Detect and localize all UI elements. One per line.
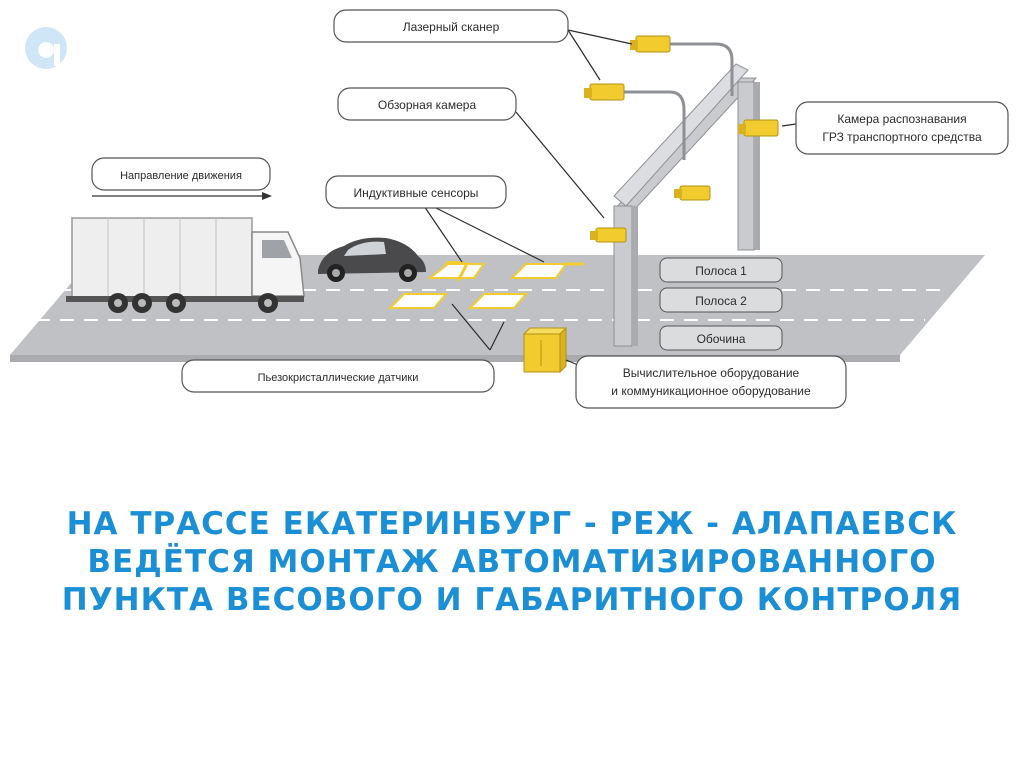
headline-line-2: ВЕДЁТСЯ МОНТАЖ АВТОМАТИЗИРОВАННОГО — [87, 544, 937, 580]
headline-line-3: ПУНКТА ВЕСОВОГО И ГАБАРИТНОГО КОНТРОЛЯ — [61, 582, 963, 618]
label-overview-camera: Обзорная камера — [337, 87, 517, 121]
label-plate-camera: Камера распознавания ГРЗ транспортного с… — [795, 101, 1009, 155]
svg-text:Обзорная камера: Обзорная камера — [378, 98, 477, 112]
headline-line-1: НА ТРАССЕ ЕКАТЕРИНБУРГ - РЕЖ - АЛАПАЕВСК — [66, 506, 958, 542]
computing-cabinet-icon — [522, 326, 568, 374]
truck — [66, 217, 305, 313]
overview-camera-icon — [584, 83, 686, 160]
inductive-sensor-pads — [387, 261, 584, 309]
svg-text:и коммуникационное оборудовани: и коммуникационное оборудование — [611, 384, 811, 398]
car — [318, 237, 426, 282]
svg-text:Камера распознавания: Камера распознавания — [837, 112, 966, 126]
svg-text:ГРЗ транспортного средства: ГРЗ транспортного средства — [822, 130, 982, 144]
svg-text:Направление движения: Направление движения — [120, 170, 242, 182]
plate-camera-icon — [590, 119, 779, 243]
label-lane-2: Полоса 2 — [659, 287, 783, 313]
svg-text:Обочина: Обочина — [697, 332, 746, 346]
svg-text:Лазерный сканер: Лазерный сканер — [403, 20, 500, 34]
logo-icon — [25, 27, 67, 69]
svg-text:Полоса 2: Полоса 2 — [695, 294, 747, 308]
label-laser-scanner: Лазерный сканер — [333, 9, 569, 43]
label-inductive-sensors: Индуктивные сенсоры — [325, 175, 507, 209]
label-piezo-sensors: Пьезокристаллические датчики — [181, 359, 495, 393]
callout-lines — [419, 29, 797, 375]
label-direction: Направление движения — [91, 157, 272, 200]
weight-control-diagram: Лазерный сканер Обзорная камера Направле… — [10, 9, 1009, 409]
svg-text:Пьезокристаллические датчики: Пьезокристаллические датчики — [258, 372, 419, 384]
label-computing-equipment: Вычислительное оборудование и коммуникац… — [575, 355, 847, 409]
label-lane-1: Полоса 1 — [659, 257, 783, 283]
laser-scanner-icon — [630, 35, 734, 96]
svg-text:Вычислительное оборудование: Вычислительное оборудование — [623, 366, 800, 380]
headline: НА ТРАССЕ ЕКАТЕРИНБУРГ - РЕЖ - АЛАПАЕВСК… — [0, 505, 1024, 619]
svg-text:Индуктивные сенсоры: Индуктивные сенсоры — [354, 186, 479, 200]
svg-text:Полоса 1: Полоса 1 — [695, 264, 747, 278]
label-shoulder: Обочина — [659, 325, 783, 351]
